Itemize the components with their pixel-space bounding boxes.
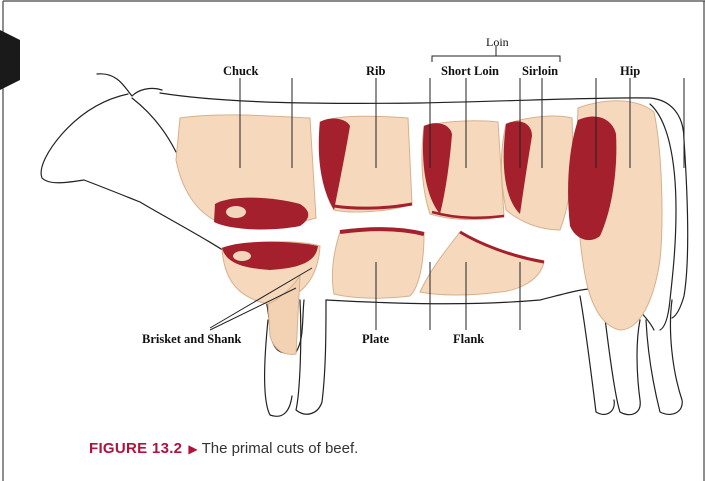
figure-caption: FIGURE 13.2 ▶ The primal cuts of beef. [89,440,358,458]
label-sirloin: Sirloin [522,64,558,78]
figure-number: FIGURE 13.2 [89,440,182,457]
label-hip: Hip [620,64,640,78]
label-loin: Loin [486,35,509,49]
page-corner-tab [0,30,20,90]
label-brisket-and-shank: Brisket and Shank [142,332,241,346]
label-short-loin: Short Loin [441,64,499,78]
caption-arrow-icon: ▶ [188,442,197,456]
cut-short-loin [422,121,504,220]
label-flank: Flank [453,332,484,346]
cut-plate [332,229,424,298]
cut-sirloin [502,116,573,230]
cut-flank [420,232,544,295]
cut-rib [319,116,412,212]
label-rib: Rib [366,64,385,78]
cut-chuck [176,115,316,230]
caption-text: The primal cuts of beef. [202,440,359,457]
label-plate: Plate [362,332,389,346]
cut-hip [568,101,662,330]
label-chuck: Chuck [223,64,258,78]
